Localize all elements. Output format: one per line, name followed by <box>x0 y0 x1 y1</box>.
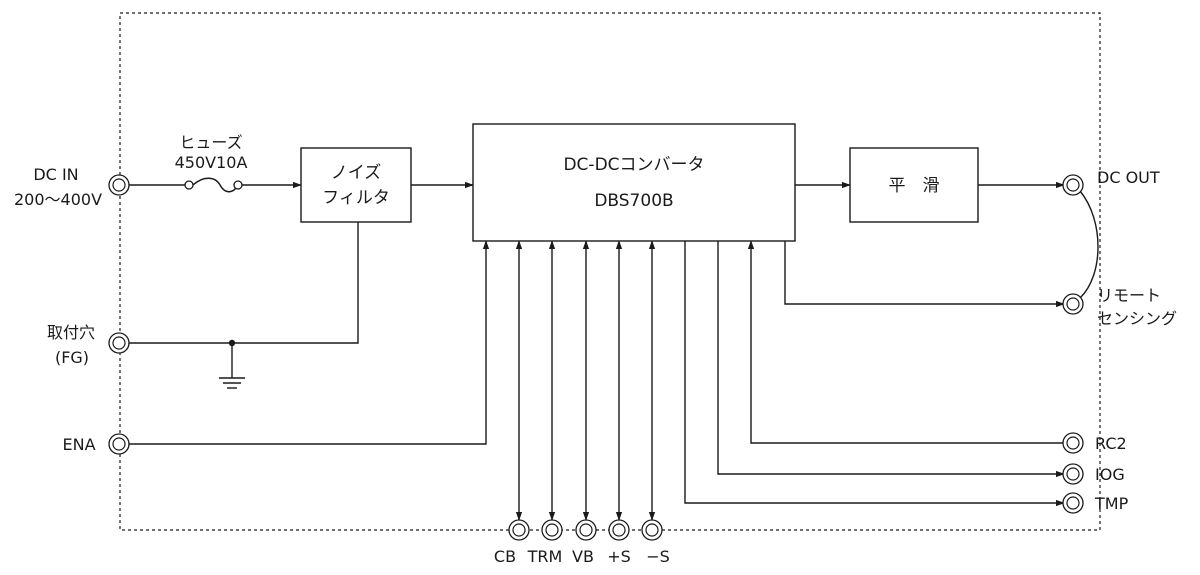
terminal-tmp <box>1062 492 1084 514</box>
minus-s-label: −S <box>646 547 670 566</box>
terminal-iog <box>1062 463 1084 485</box>
dc-in-voltage: 200～400V <box>14 190 102 209</box>
iog-label: IOG <box>1095 465 1125 484</box>
terminal-ena <box>108 433 130 455</box>
rc2-label: RC2 <box>1095 434 1127 453</box>
terminal-remote-sensing <box>1062 293 1084 315</box>
wire-sense-link <box>1079 190 1099 299</box>
wire-tmp <box>684 241 1065 507</box>
fuse-label-1: ヒューズ <box>179 133 242 152</box>
terminal-cb <box>508 519 530 541</box>
trm-label: TRM <box>527 547 563 566</box>
remote-sensing-label-2: センシング <box>1097 309 1177 328</box>
cb-label: CB <box>494 547 516 566</box>
ena-label: ENA <box>62 435 95 454</box>
terminal-rc2 <box>1062 432 1084 454</box>
tmp-label: TMP <box>1094 494 1129 513</box>
converter-label-1: DC-DCコンバータ <box>563 155 704 175</box>
wire-iog <box>717 241 1065 478</box>
fuse-symbol <box>184 177 243 193</box>
smoothing-block <box>849 147 979 223</box>
fg-label-1: 取付穴 <box>47 323 95 342</box>
noise-filter-label-2: フィルタ <box>322 188 390 208</box>
dc-out-label: DC OUT <box>1097 168 1160 187</box>
terminal-vb <box>575 519 597 541</box>
vb-label: VB <box>572 547 594 566</box>
ground-symbol <box>219 343 245 389</box>
wire-filter-fg <box>128 222 359 344</box>
smoothing-label: 平 滑 <box>889 176 940 196</box>
module-outline <box>119 12 1101 531</box>
wire-remote-sensing <box>784 241 1065 308</box>
converter-block <box>472 123 796 242</box>
dc-in-label: DC IN <box>33 165 78 184</box>
noise-filter-block <box>300 147 412 223</box>
converter-label-2: DBS700B <box>594 191 673 211</box>
noise-filter-label-1: ノイズ <box>331 163 382 183</box>
plus-s-label: +S <box>607 547 631 566</box>
fuse-label-2: 450V10A <box>175 153 248 172</box>
terminal-dc-in <box>108 174 130 196</box>
terminal-plus-s <box>608 519 630 541</box>
terminal-minus-s <box>641 519 663 541</box>
terminal-fg <box>108 332 130 354</box>
fg-label-2: (FG) <box>55 348 89 367</box>
wire-ena-converter <box>128 240 490 445</box>
terminal-dc-out <box>1062 174 1084 196</box>
terminal-trm <box>541 519 563 541</box>
wire-rc2 <box>747 240 1064 444</box>
remote-sensing-label-1: リモート <box>1097 286 1161 305</box>
